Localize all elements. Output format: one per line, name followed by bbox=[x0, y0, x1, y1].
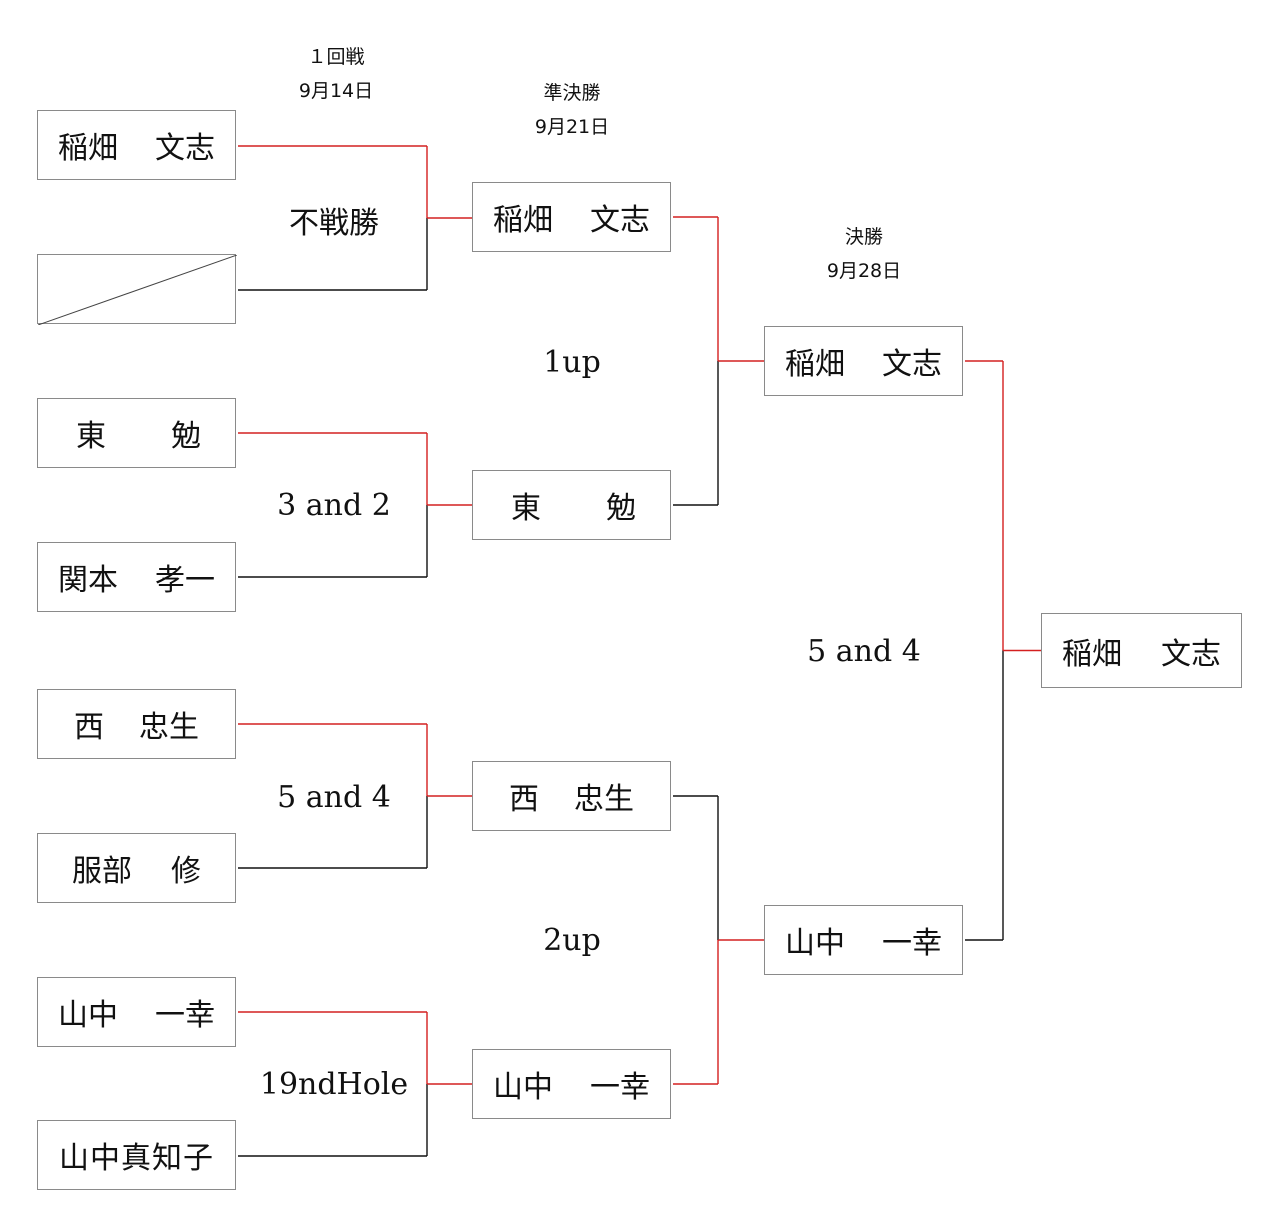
round1-date: 9月14日 bbox=[298, 80, 374, 102]
final-header: 決勝 9月28日 bbox=[764, 220, 964, 288]
semifinal-date: 9月21日 bbox=[534, 116, 610, 138]
player-last-name: 勉 bbox=[171, 419, 201, 454]
player-first-name: 服部 bbox=[72, 854, 132, 889]
player-first-name: 西 bbox=[509, 782, 539, 817]
player-first-name: 稲畑 bbox=[58, 131, 118, 166]
final-player-1: 稲畑 文志 bbox=[764, 326, 963, 396]
final-player-2: 山中 一幸 bbox=[764, 905, 963, 975]
round1-player-6: 服部 修 bbox=[37, 833, 236, 903]
round1-player-5: 西 忠生 bbox=[37, 689, 236, 759]
round1-player-8: 山中真知子 bbox=[37, 1120, 236, 1190]
bye-slash bbox=[38, 255, 237, 325]
semifinal-header: 準決勝 9月21日 bbox=[472, 76, 672, 144]
player-first-name: 東 bbox=[511, 491, 541, 526]
semifinal-player-4: 山中 一幸 bbox=[472, 1049, 671, 1119]
round1-player-1: 稲畑 文志 bbox=[37, 110, 236, 180]
player-last-name: 勉 bbox=[606, 491, 636, 526]
player-first-name: 稲畑 bbox=[785, 347, 845, 382]
player-last-name: 文志 bbox=[590, 203, 650, 238]
player-first-name: 西 bbox=[74, 710, 104, 745]
player-first-name: 稲畑 bbox=[493, 203, 553, 238]
champion-last-name: 文志 bbox=[1161, 636, 1221, 672]
final-date: 9月28日 bbox=[826, 260, 902, 282]
round1-player-4: 関本 孝一 bbox=[37, 542, 236, 612]
round1-result-4: 19ndHole bbox=[259, 1067, 409, 1102]
semifinal-player-3: 西 忠生 bbox=[472, 761, 671, 831]
player-last-name: 一幸 bbox=[882, 926, 942, 961]
player-last-name: 一幸 bbox=[590, 1070, 650, 1105]
semifinal-name: 準決勝 bbox=[543, 82, 601, 104]
player-first-name: 山中 bbox=[493, 1070, 553, 1105]
player-last-name: 孝一 bbox=[155, 563, 215, 598]
player-last-name: 忠生 bbox=[139, 710, 199, 745]
player-last-name: 文志 bbox=[155, 131, 215, 166]
player-first-name: 山中 bbox=[58, 998, 118, 1033]
final-name: 決勝 bbox=[844, 226, 883, 248]
semifinal-player-1: 稲畑 文志 bbox=[472, 182, 671, 252]
champion-first-name: 稲畑 bbox=[1062, 636, 1122, 672]
round1-player-3: 東 勉 bbox=[37, 398, 236, 468]
player-first-name: 山中 bbox=[785, 926, 845, 961]
round1-name: １回戦 bbox=[307, 46, 365, 68]
player-last-name: 一幸 bbox=[155, 998, 215, 1033]
player-last-name: 忠生 bbox=[574, 782, 634, 817]
round1-bye-slot bbox=[37, 254, 237, 325]
player-last-name: 文志 bbox=[882, 347, 942, 382]
semifinal-result-2: 2up bbox=[543, 923, 601, 958]
player-last-name: 修 bbox=[171, 854, 201, 889]
round1-result-2: 3 and 2 bbox=[277, 488, 391, 523]
player-first-name: 東 bbox=[76, 419, 106, 454]
champion-box: 稲畑 文志 bbox=[1041, 613, 1242, 688]
round1-player-7: 山中 一幸 bbox=[37, 977, 236, 1047]
player-full-name: 山中真知子 bbox=[59, 1141, 214, 1176]
semifinal-result-1: 1up bbox=[543, 345, 601, 380]
semifinal-player-2: 東 勉 bbox=[472, 470, 671, 540]
final-result: 5 and 4 bbox=[807, 634, 921, 669]
round1-result-1: 不戦勝 bbox=[289, 206, 379, 241]
round1-header: １回戦 9月14日 bbox=[236, 40, 436, 108]
player-first-name: 関本 bbox=[58, 563, 118, 598]
round1-result-3: 5 and 4 bbox=[277, 780, 391, 815]
